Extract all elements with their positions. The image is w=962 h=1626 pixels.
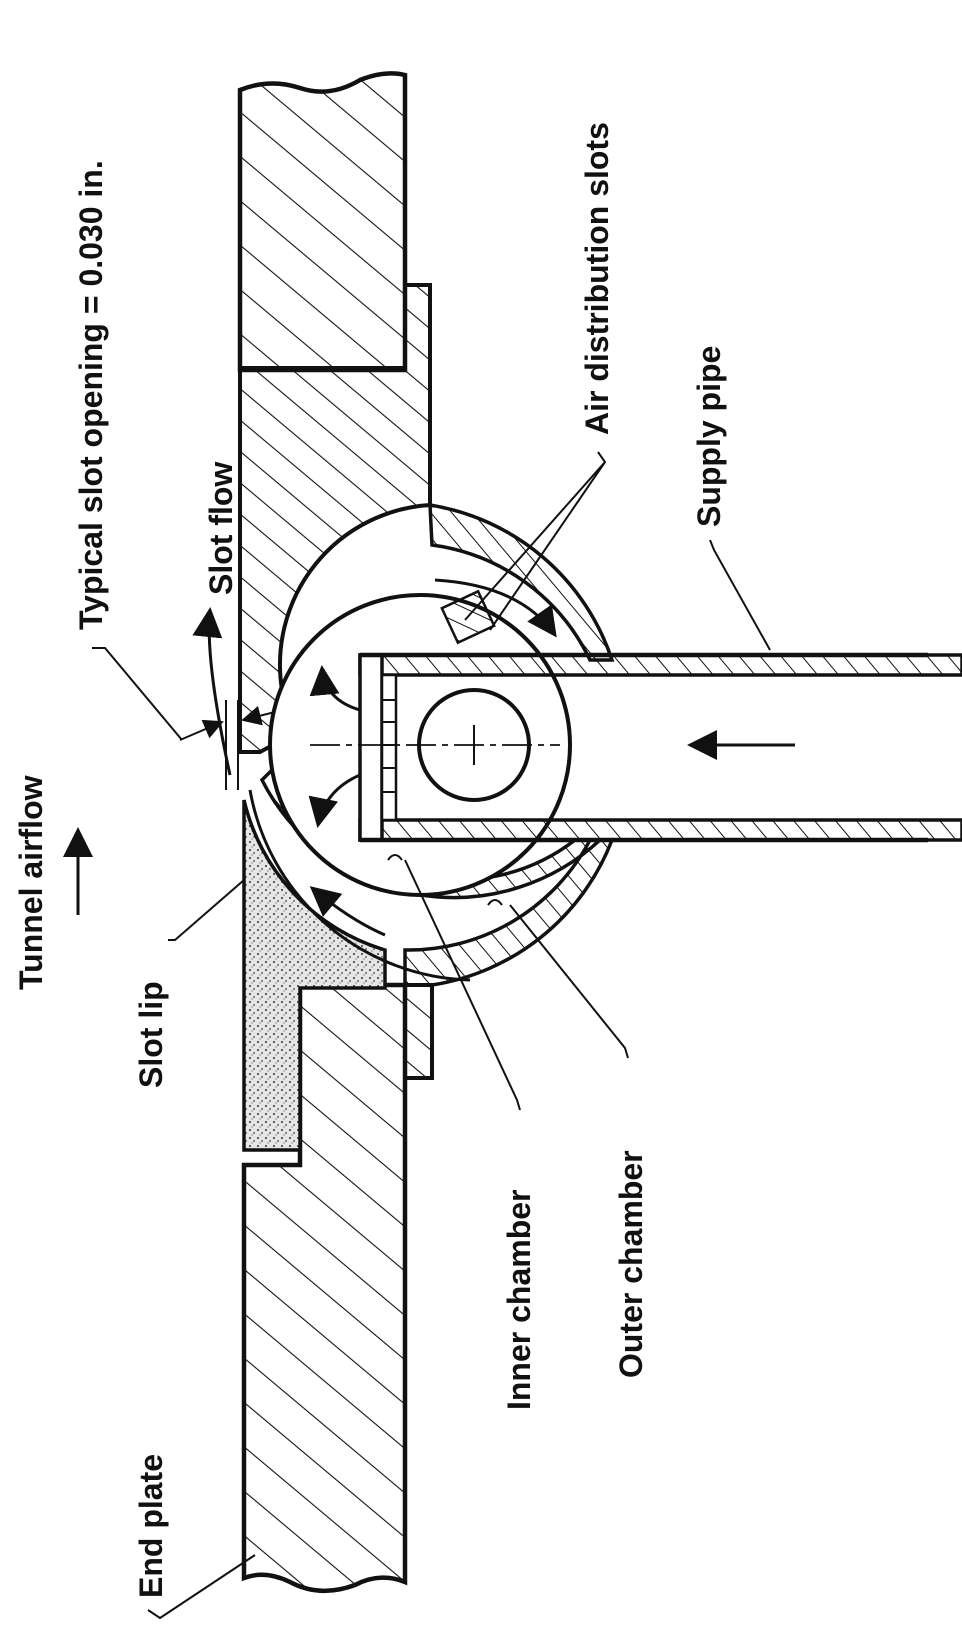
- label-slot-lip: Slot lip: [133, 981, 169, 1088]
- label-tunnel-airflow: Tunnel airflow: [13, 775, 49, 990]
- label-inner-chamber: Inner chamber: [501, 1189, 537, 1410]
- outer-chamber-marker: [487, 899, 503, 906]
- leader-typical-slot-opening: [92, 647, 183, 741]
- flow-arrows: [63, 578, 557, 937]
- leader-slot-lip: [168, 879, 245, 941]
- slot-housing-block: [238, 283, 432, 754]
- pipe-end-perforation: [380, 673, 398, 822]
- leader-supply-pipe: [709, 539, 771, 651]
- inner-chamber-marker: [387, 854, 403, 861]
- label-slot-flow: Slot flow: [203, 462, 239, 595]
- supply-pipe: [310, 652, 962, 843]
- label-end-plate: End plate: [133, 1454, 169, 1598]
- leader-lines: [92, 451, 771, 1620]
- supply-pipe-upper-wall: [358, 653, 962, 677]
- label-outer-chamber: Outer chamber: [613, 1150, 649, 1378]
- end-plate-upper-block: [237, 71, 408, 373]
- leader-air-distribution-slots-2: [489, 461, 606, 631]
- outer-chamber-wall-lower: [403, 838, 615, 987]
- slot-flow-arrow: [192, 607, 232, 776]
- end-plate-wall: [237, 71, 434, 1594]
- label-air-distribution-slots: Air distribution slots: [579, 122, 615, 435]
- leader-inner-chamber: [404, 859, 521, 1111]
- slot-opening-indicator: [179, 700, 276, 790]
- leader-outer-chamber: [509, 904, 629, 1059]
- slot-flow-channel: [248, 789, 471, 982]
- slot-housing-lower-flange: [403, 983, 434, 1080]
- end-plate-lower-block: [241, 982, 408, 1594]
- supply-pipe-end-cap: [358, 653, 384, 842]
- leader-end-plate: [147, 1554, 256, 1620]
- labels: Typical slot opening = 0.030 in. Air dis…: [13, 122, 727, 1598]
- label-supply-pipe: Supply pipe: [691, 346, 727, 527]
- label-typical-slot-opening: Typical slot opening = 0.030 in.: [73, 160, 109, 630]
- supply-pipe-lower-wall: [358, 818, 962, 842]
